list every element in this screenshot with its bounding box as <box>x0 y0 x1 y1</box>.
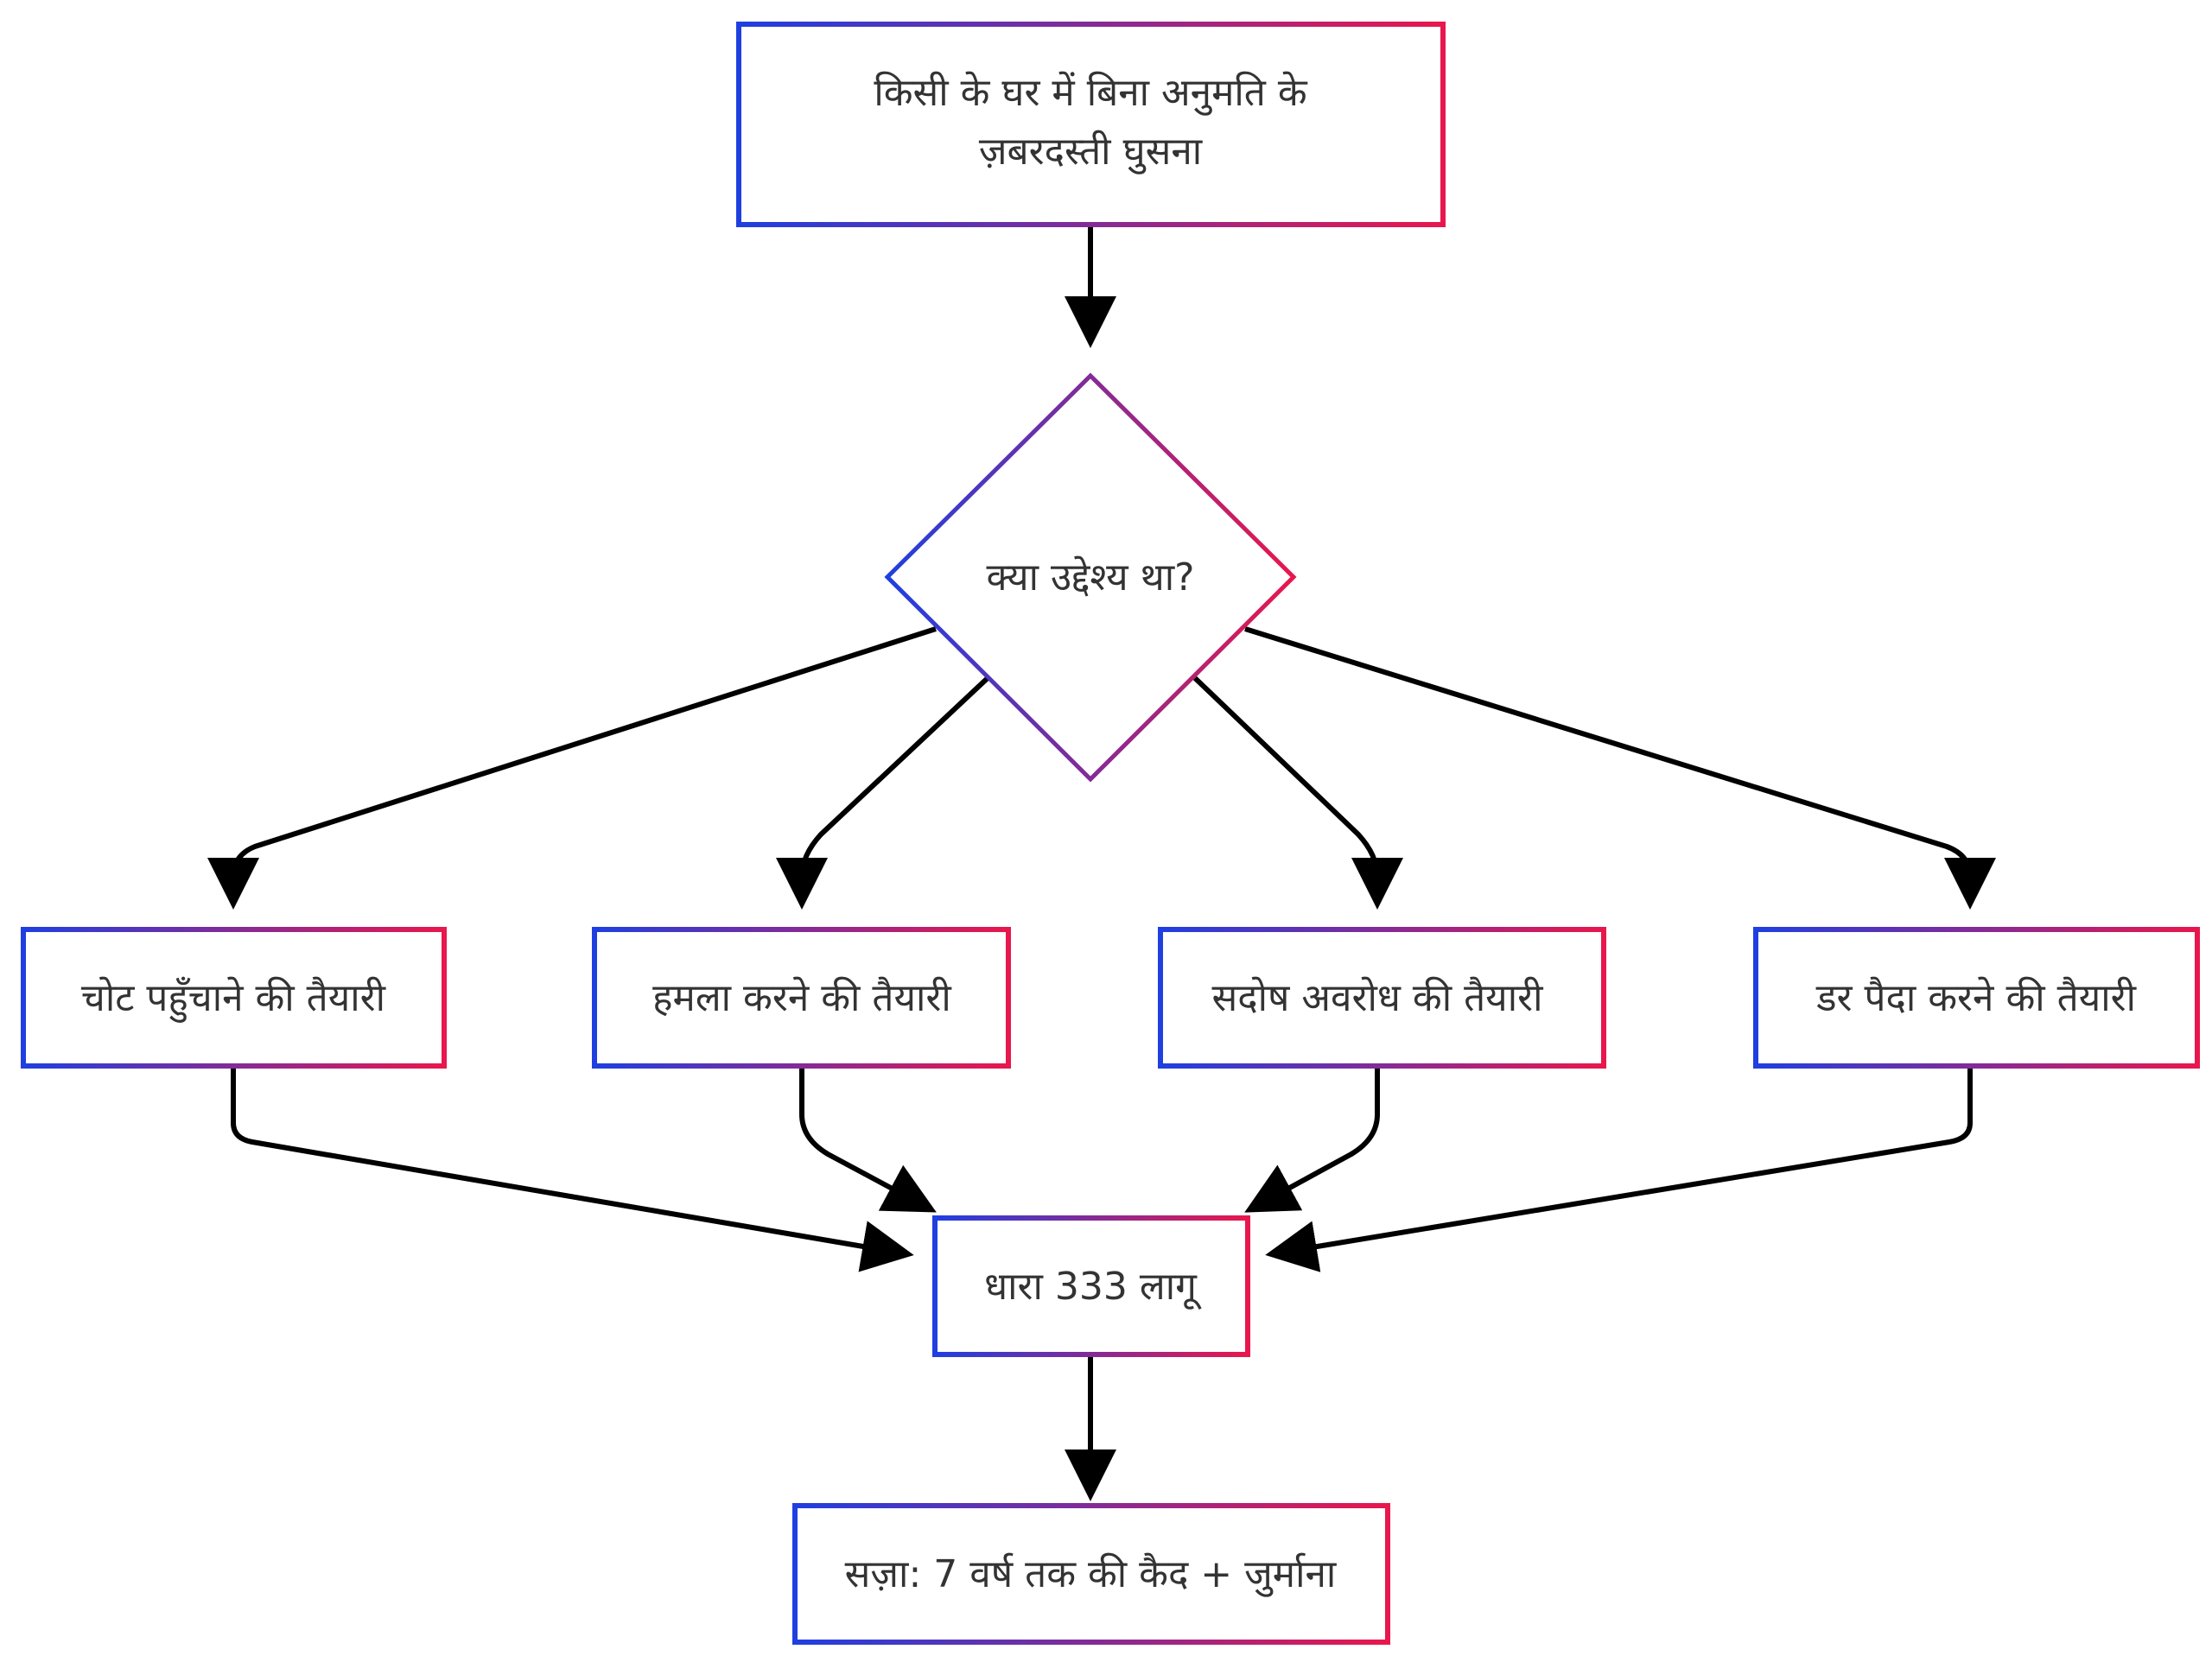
node-assault: हमला करने की तैयारी <box>592 927 1011 1069</box>
node-start-label-line2: ज़बरदस्ती घुसना <box>979 130 1204 174</box>
edge-decision-to-restraint <box>1192 676 1403 910</box>
node-start-label-line1: किसी के घर में बिना अनुमति के <box>874 71 1308 116</box>
node-punishment-label: सज़ा: 7 वर्ष तक की कैद + जुर्माना <box>845 1552 1338 1597</box>
node-assault-box <box>592 927 1011 1069</box>
node-hurt: चोट पहुँचाने की तैयारी <box>21 927 447 1069</box>
edge-decision-to-assault <box>776 676 990 910</box>
node-fear-label: डर पैदा करने की तैयारी <box>1815 976 2138 1020</box>
node-restraint: सदोष अवरोध की तैयारी <box>1158 927 1606 1069</box>
node-assault-label: हमला करने की तैयारी <box>652 976 952 1020</box>
edge-decision-to-hurt <box>207 626 937 910</box>
node-hurt-box <box>21 927 447 1069</box>
edge-fear-to-section <box>1265 1068 1973 1272</box>
node-punishment: सज़ा: 7 वर्ष तक की कैद + जुर्माना <box>792 1503 1390 1645</box>
node-decision-label: क्या उद्देश्य था? <box>987 555 1195 599</box>
node-punishment-box <box>792 1503 1390 1645</box>
decision-diamond <box>884 372 1297 783</box>
node-start-box <box>736 22 1446 227</box>
node-restraint-box <box>1158 927 1606 1069</box>
edge-restraint-to-section <box>1244 1068 1380 1213</box>
node-section: धारा 333 लागू <box>932 1215 1250 1357</box>
node-restraint-label: सदोष अवरोध की तैयारी <box>1211 976 1544 1020</box>
edges <box>207 226 1996 1501</box>
node-hurt-label: चोट पहुँचाने की तैयारी <box>81 976 387 1023</box>
edge-decision-to-fear <box>1244 626 1996 910</box>
node-fear-box <box>1753 927 2200 1069</box>
node-section-label: धारा 333 लागू <box>984 1265 1202 1310</box>
edge-assault-to-section <box>799 1068 937 1213</box>
node-decision: क्या उद्देश्य था? <box>884 372 1297 783</box>
node-start: किसी के घर में बिना अनुमति के ज़बरदस्ती … <box>736 22 1446 227</box>
node-fear: डर पैदा करने की तैयारी <box>1753 927 2200 1069</box>
edge-hurt-to-section <box>231 1068 914 1272</box>
node-section-box <box>932 1215 1250 1357</box>
